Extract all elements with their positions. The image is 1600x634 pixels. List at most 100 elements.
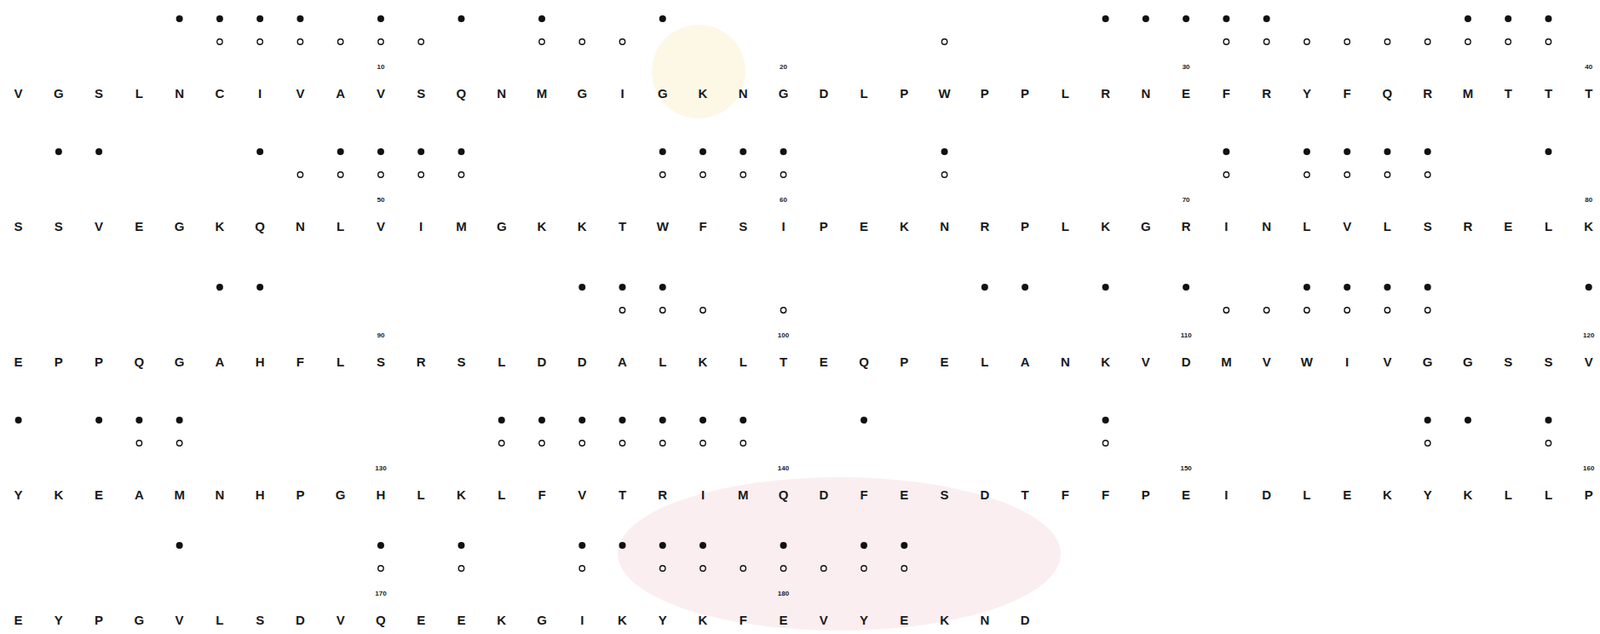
residue-letter: K: [1100, 354, 1111, 370]
residue-letter: T: [618, 487, 627, 503]
residue-letter: V: [336, 612, 346, 628]
filled-dot: [860, 416, 868, 424]
filled-dot: [1263, 15, 1271, 23]
open-dot: [700, 565, 706, 571]
filled-dot: [1424, 416, 1432, 424]
residue-letter: R: [1422, 86, 1433, 102]
open-dot: [418, 172, 424, 178]
residue-letter: D: [818, 487, 829, 503]
residue-letter: K: [1463, 487, 1474, 503]
open-dot: [1223, 172, 1229, 178]
filled-dot: [699, 148, 707, 156]
residue-letter: E: [456, 612, 466, 628]
filled-dot: [256, 15, 264, 23]
open-dot: [861, 565, 867, 571]
open-dot: [1102, 440, 1108, 446]
residue-letter: I: [258, 86, 262, 102]
filled-dot: [377, 148, 385, 156]
filled-dot: [1464, 416, 1472, 424]
residue-letter: N: [738, 86, 749, 102]
filled-dot: [95, 148, 103, 156]
residue-letter: Y: [14, 487, 24, 503]
position-number: 170: [374, 589, 386, 599]
filled-dot: [216, 283, 224, 291]
residue-letter: E: [899, 487, 909, 503]
open-dot: [1223, 39, 1229, 45]
residue-letter: K: [537, 218, 547, 235]
open-dot: [1384, 307, 1390, 313]
residue-letter: I: [701, 487, 705, 503]
filled-dot: [256, 148, 264, 156]
residue-letter: L: [1061, 86, 1070, 102]
position-number: 10: [376, 63, 385, 72]
residue-letter: M: [1220, 354, 1232, 370]
open-dot: [660, 172, 666, 178]
residue-letter: E: [416, 612, 426, 628]
open-dot: [1344, 39, 1350, 45]
position-number: 100: [777, 331, 789, 340]
filled-dot: [941, 148, 949, 156]
filled-dot: [659, 148, 667, 156]
open-dot: [780, 565, 786, 571]
filled-dot: [135, 416, 143, 424]
open-dot: [1425, 307, 1431, 313]
filled-dot: [578, 416, 586, 424]
filled-dot: [15, 416, 23, 424]
residue-letter: N: [214, 487, 225, 503]
residue-letter: E: [940, 354, 950, 370]
residue-letter: P: [295, 487, 305, 503]
filled-dot: [578, 283, 586, 291]
residue-letter: L: [980, 354, 989, 370]
residue-letter: L: [497, 487, 506, 503]
open-dot: [297, 172, 303, 178]
residue-letter: D: [537, 354, 547, 370]
filled-dot: [176, 15, 184, 23]
open-dot: [136, 440, 142, 446]
residue-letter: D: [979, 487, 990, 503]
open-dot: [499, 440, 505, 446]
residue-letter: L: [859, 86, 868, 102]
residue-letter: I: [781, 218, 785, 235]
open-dot: [1384, 39, 1390, 45]
position-number: 130: [374, 464, 386, 473]
residue-letter: Q: [778, 487, 789, 503]
residue-letter: Q: [456, 86, 467, 102]
residue-letter: I: [1345, 354, 1349, 370]
residue-letter: N: [174, 86, 185, 102]
position-number: 150: [1179, 464, 1192, 473]
residue-letter: G: [53, 86, 64, 102]
residue-letter: S: [94, 86, 104, 102]
residue-letter: I: [1224, 218, 1228, 235]
filled-dot: [780, 541, 788, 549]
residue-letter: K: [617, 612, 628, 628]
residue-letter: F: [859, 487, 868, 503]
open-dot: [1425, 172, 1431, 178]
residue-letter: K: [698, 354, 708, 370]
residue-letter: H: [255, 487, 265, 503]
residue-letter: K: [899, 218, 910, 235]
residue-letter: E: [1181, 487, 1191, 503]
residue-letter: M: [1462, 86, 1474, 102]
residue-letter: Y: [859, 612, 869, 628]
residue-letter: D: [1020, 612, 1031, 628]
residue-letter: K: [1382, 487, 1393, 503]
filled-dot: [1544, 15, 1552, 23]
residue-letter: G: [778, 86, 789, 102]
open-dot: [1304, 172, 1310, 178]
open-dot: [700, 307, 706, 313]
residue-letter: P: [899, 354, 909, 370]
filled-dot: [1021, 283, 1029, 291]
residue-letter: V: [94, 218, 104, 235]
filled-dot: [1142, 15, 1150, 23]
open-dot: [458, 565, 464, 571]
residue-letter: V: [376, 86, 386, 102]
position-number: 40: [1584, 63, 1593, 72]
filled-dot: [1343, 148, 1351, 156]
residue-letter: L: [1061, 218, 1070, 235]
residue-letter: M: [173, 487, 185, 503]
residue-letter: T: [618, 218, 627, 235]
residue-letter: S: [1423, 218, 1433, 235]
filled-dot: [1424, 148, 1432, 156]
residue-letter: L: [215, 612, 224, 628]
filled-dot: [900, 541, 908, 549]
